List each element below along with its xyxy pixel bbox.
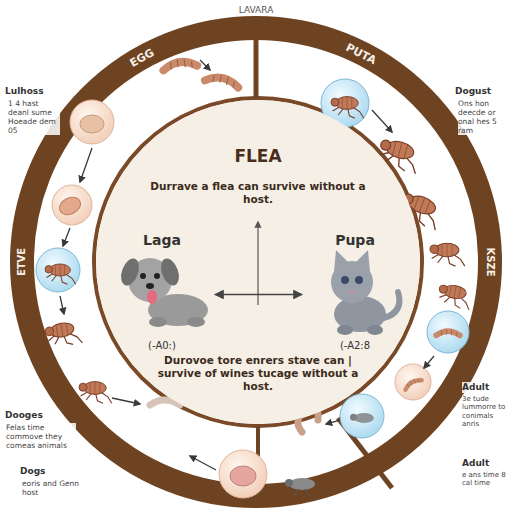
stage-box: Laga (-A0:)	[112, 232, 212, 357]
body-text: Durrave a flea can survive without a hos…	[143, 180, 373, 206]
note-text: eoris and Genn host	[22, 479, 82, 497]
note-heading: Dogust	[455, 86, 491, 97]
note-heading: Dogs	[20, 466, 45, 477]
note-text: 1 4 hast deanl sume Hoeade dem 05	[8, 99, 60, 135]
stage-name: Laga	[112, 232, 212, 250]
note-text: e ans time 8 cal time	[462, 471, 510, 488]
note-heading: Dooges	[5, 410, 43, 421]
puppy	[118, 256, 208, 327]
ring-label: PUTA	[344, 41, 379, 67]
stage-code: (-A0:)	[112, 340, 212, 353]
double-arrow	[215, 294, 302, 295]
stage-box: Pupa (-A2:8	[305, 232, 405, 357]
title-text: FLEA	[158, 146, 358, 167]
ring-label: KSZE	[484, 247, 496, 276]
stage-code: (-A2:8	[305, 340, 405, 353]
ring-label: EGG	[128, 46, 157, 70]
note-text: Felas time commove they comeas animals	[6, 423, 76, 450]
note-heading: Adult	[462, 458, 489, 469]
note-heading: Adult	[462, 382, 489, 393]
kitten	[331, 250, 399, 335]
ring-label: ETVE	[16, 248, 28, 276]
note-text: 3e tude lummorre to conimals anris	[462, 395, 512, 429]
note-text: Ons hon deecde or onal hes 5 ram	[458, 99, 510, 135]
note-heading: Lulhoss	[5, 86, 44, 97]
stage-name: Pupa	[305, 232, 405, 250]
center-disk: FLEA Durrave a flea can survive without a…	[96, 100, 420, 424]
body-text: Durovoe tore enrers stave can | survive …	[148, 354, 368, 393]
heading-label: LAVARA	[239, 5, 274, 16]
